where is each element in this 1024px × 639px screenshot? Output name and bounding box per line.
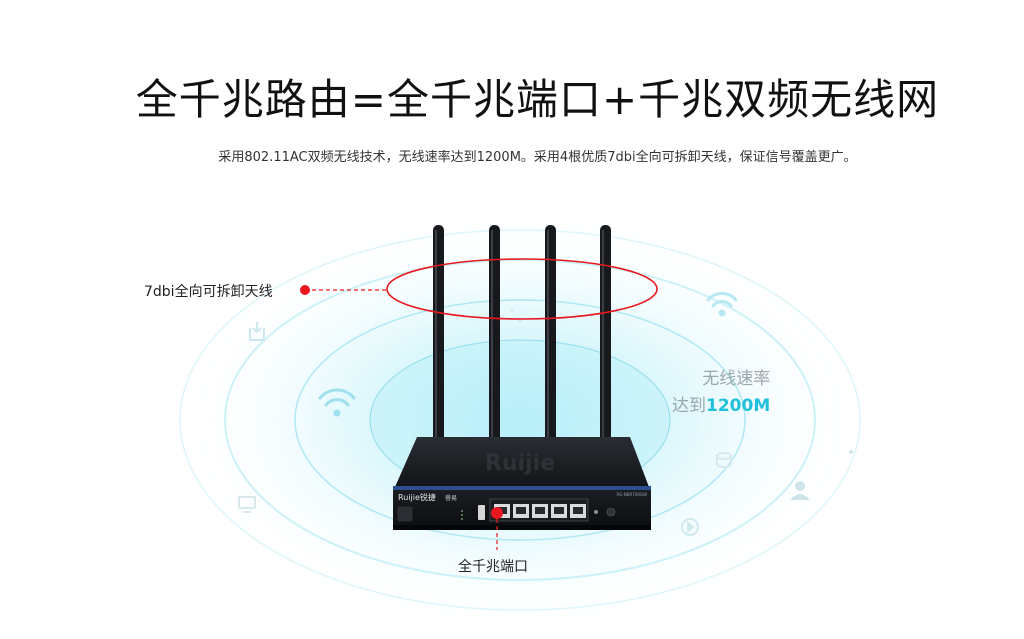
user-icon [790, 481, 810, 500]
port-callout-dot [491, 507, 503, 519]
wifi-icon [318, 388, 356, 417]
monitor-icon [238, 496, 256, 513]
signal-ring [294, 299, 746, 541]
speed-value: 1200M [706, 396, 771, 416]
page-description: 采用802.11AC双频无线技术，无线速率达到1200M。采用4根优质7dbi全… [218, 150, 857, 165]
router-series-label: 睿易 [445, 494, 457, 502]
speed-label: 无线速率 [702, 369, 771, 389]
speed-prefix: 达到 [672, 396, 706, 416]
router-model-label: RG-NBR700GW [616, 492, 647, 497]
lan-ports [489, 498, 589, 522]
router-top-logo: Ruijie [485, 451, 555, 476]
signal-ring [224, 259, 816, 581]
router-body: Ruijie Ruijie锐捷 睿易 RG-NBR700GW [393, 437, 651, 530]
antenna-callout-dot [300, 285, 310, 295]
signal-ring [179, 229, 861, 611]
play-icon [681, 518, 699, 536]
router-brand-logo: Ruijie锐捷 [398, 492, 436, 502]
wifi-icon [706, 291, 738, 317]
download-icon [249, 322, 265, 341]
speed-value-line: 达到1200M [672, 391, 770, 416]
antenna-callout-ring [386, 258, 658, 320]
router-antennas [433, 225, 611, 450]
page-title: 全千兆路由=全千兆端口+千兆双频无线网 [135, 75, 940, 124]
database-icon [716, 452, 732, 468]
wireless-speed-badge: 无线速率 达到1200M [672, 364, 770, 416]
port-callout-label: 全千兆端口 [458, 559, 528, 575]
antenna-callout-label: 7dbi全向可拆卸天线 [144, 284, 273, 300]
